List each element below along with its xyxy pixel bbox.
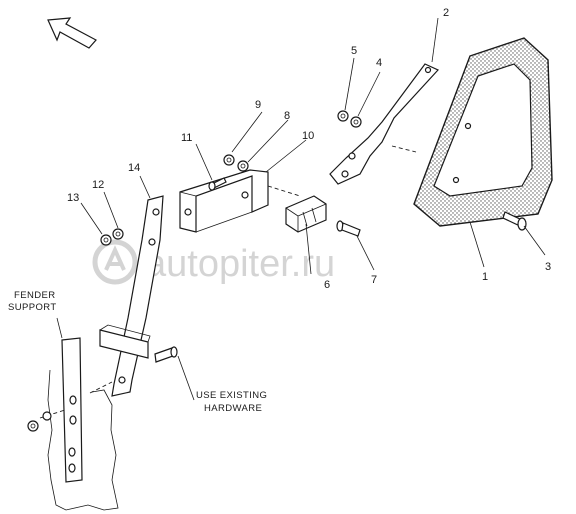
bolt-and-nuts bbox=[208, 154, 249, 191]
bolt bbox=[336, 220, 361, 237]
fender-support-label-line1: FENDER bbox=[14, 290, 55, 301]
callout-labels: 1 2 3 4 5 6 7 8 9 10 11 12 13 14 bbox=[67, 7, 551, 291]
callout-2: 2 bbox=[443, 7, 449, 19]
reflector-bracket bbox=[329, 63, 439, 185]
nut-washer-pair bbox=[337, 110, 362, 128]
direction-arrow-icon bbox=[47, 17, 97, 49]
support-bracket bbox=[89, 195, 164, 397]
fender-support bbox=[27, 317, 119, 511]
watermark-text: autopiter.ru bbox=[145, 243, 335, 285]
nut-washer bbox=[100, 228, 124, 246]
callout-8: 8 bbox=[284, 110, 290, 122]
callout-5: 5 bbox=[351, 45, 357, 57]
fender-support-note: FENDER SUPPORT bbox=[8, 290, 57, 313]
callout-6: 6 bbox=[324, 279, 330, 291]
callout-1: 1 bbox=[482, 271, 488, 283]
existing-hardware-note: USE EXISTING HARDWARE bbox=[196, 390, 267, 414]
existing-hardware-label-line2: HARDWARE bbox=[204, 403, 262, 414]
bolt-hardware bbox=[154, 346, 195, 401]
callout-4: 4 bbox=[376, 57, 382, 69]
callout-10: 10 bbox=[302, 130, 314, 142]
mounting-bracket bbox=[179, 169, 301, 233]
callout-14: 14 bbox=[128, 162, 140, 174]
triangle-reflector bbox=[413, 37, 553, 227]
callout-7: 7 bbox=[371, 274, 377, 286]
callout-11: 11 bbox=[181, 132, 192, 144]
callout-9: 9 bbox=[255, 99, 261, 111]
callout-3: 3 bbox=[545, 261, 551, 273]
clamp-block bbox=[285, 195, 327, 233]
callout-12: 12 bbox=[92, 179, 104, 191]
watermark: autopiter.ru bbox=[92, 239, 335, 285]
leader-lines bbox=[80, 17, 546, 275]
callout-13: 13 bbox=[67, 192, 79, 204]
fender-support-label-line2: SUPPORT bbox=[8, 302, 57, 313]
existing-hardware-label-line1: USE EXISTING bbox=[196, 390, 267, 401]
screw bbox=[502, 211, 527, 231]
